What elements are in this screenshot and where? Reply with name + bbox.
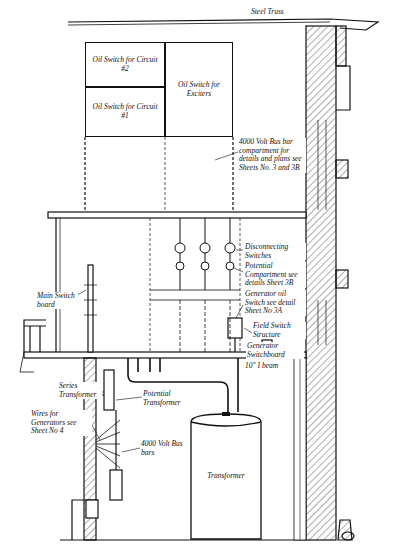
node-text: Oil Switch for Exciters bbox=[169, 81, 229, 98]
callout-label: 4000 Volt Bus bars bbox=[140, 440, 188, 457]
callout-label: 10" I beam bbox=[244, 362, 279, 371]
node-text: Oil Switch for Circuit #2 bbox=[89, 56, 161, 73]
callout-label: Potential Transformer bbox=[142, 390, 190, 407]
callout-label: Series Transformer bbox=[58, 382, 102, 399]
node-text: Transformer bbox=[206, 472, 246, 481]
callout-label: 4000 Volt Bus bar compartment for detail… bbox=[238, 138, 306, 173]
callout-label: Field Switch Structure bbox=[252, 322, 306, 339]
callout-label: Potential Compartment see details Sheet … bbox=[244, 262, 306, 288]
node-text: Oil Switch for Circuit #1 bbox=[89, 103, 161, 120]
oil-switch-box: Oil Switch for Exciters bbox=[165, 42, 233, 137]
transformer-tank: Transformer bbox=[190, 412, 262, 540]
callout-label: Wires for Generators see Sheet No 4 bbox=[30, 410, 92, 436]
oil-switch-box: Oil Switch for Circuit #1 bbox=[85, 87, 165, 137]
callout-label: Generator Switchboard bbox=[246, 342, 304, 359]
callout-label: Generator oil Switch see detail Sheet No… bbox=[244, 290, 306, 316]
callout-label: Main Switch board bbox=[36, 292, 78, 309]
oil-switch-box: Oil Switch for Circuit #2 bbox=[85, 42, 165, 87]
callout-label: Steel Truss bbox=[250, 8, 285, 17]
callout-label: Disconnecting Switches bbox=[244, 243, 306, 260]
